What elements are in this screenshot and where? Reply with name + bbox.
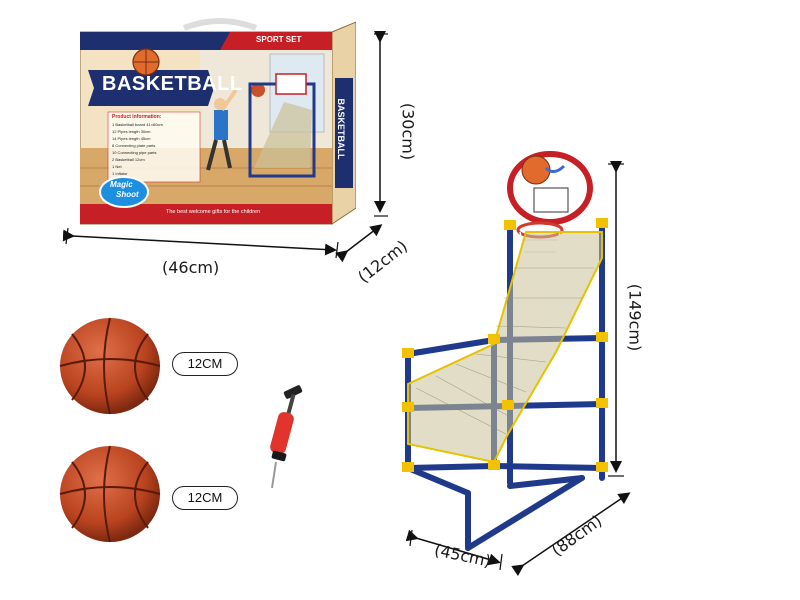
basketball-2 bbox=[59, 445, 161, 543]
frame-depth-arrow bbox=[511, 492, 631, 577]
frame-height-label: (149cm) bbox=[625, 283, 645, 352]
badge-line1: Magic bbox=[110, 180, 133, 189]
arcade-frame bbox=[402, 151, 608, 551]
box-width-arrow bbox=[62, 229, 337, 256]
ball-2-size-label: 12CM bbox=[172, 486, 238, 510]
product-info-title: Product information: bbox=[112, 114, 162, 120]
box-depth-arrow bbox=[335, 224, 383, 263]
pump-icon bbox=[270, 385, 303, 489]
box-set-label: SPORT SET bbox=[256, 35, 302, 44]
product-box: BASKETBALL SPORT SET Product information… bbox=[79, 18, 357, 230]
product-info-line: 1 Basketball board 41×60cm bbox=[112, 122, 163, 127]
product-info-line: 1 Inflator bbox=[112, 171, 128, 176]
product-info-line: 2 Basketball 12cm bbox=[112, 157, 145, 162]
product-info-line: 10 Connecting pipe parts bbox=[112, 150, 157, 155]
product-info-line: 1 Net bbox=[112, 164, 122, 169]
ball-1-size-label: 12CM bbox=[172, 352, 238, 376]
box-title: BASKETBALL bbox=[102, 73, 243, 95]
product-info-list: 1 Basketball board 41×60cm 12 Pipes leng… bbox=[112, 121, 163, 177]
product-box-art bbox=[79, 18, 357, 225]
box-width-label: (46cm) bbox=[162, 258, 220, 277]
product-info-line: 8 Connecting plate parts bbox=[112, 143, 156, 148]
product-info-line: 12 Pipes length 30cm bbox=[112, 129, 151, 134]
frame-width-arrow bbox=[405, 529, 501, 566]
product-info-line: 14 Pipes length 45cm bbox=[112, 136, 151, 141]
badge-line2: Shoot bbox=[116, 190, 139, 199]
basketball-1 bbox=[59, 317, 161, 415]
box-footer: The best welcome gifts for the children bbox=[166, 209, 261, 215]
